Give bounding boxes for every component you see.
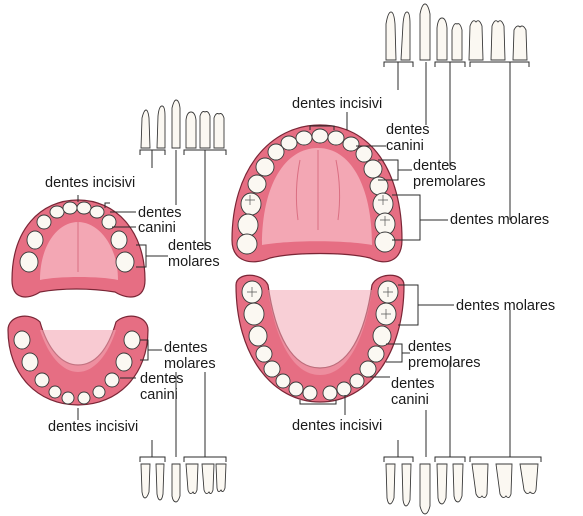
adult-lower-canini-label-1: dentes	[391, 376, 435, 392]
child-lower-incisivi-label: dentes incisivi	[48, 419, 138, 435]
adult-lower-molares-label: dentes molares	[456, 298, 555, 314]
child-lower-arch	[8, 316, 148, 405]
child-lower-molares-label-2: molares	[164, 356, 216, 372]
adult-lower-premolares-label-2: premolares	[408, 355, 481, 371]
adult-upper-canini-label-1: dentes	[386, 122, 430, 138]
adult-lower-canini-label-2: canini	[391, 392, 429, 408]
child-upper-molares-label-1: dentes	[168, 238, 212, 254]
adult-upper-incisivi-label: dentes incisivi	[292, 96, 382, 112]
adult-lower-arch	[236, 275, 404, 402]
child-lower-canini-label-1: dentes	[140, 371, 184, 387]
adult-upper-premolares-label-2: premolares	[413, 174, 486, 190]
child-lower-canini-label-2: canini	[140, 387, 178, 403]
child-upper-molares-label-2: molares	[168, 254, 220, 270]
adult-upper-single-teeth	[386, 4, 527, 60]
adult-upper-molares-label: dentes molares	[450, 212, 549, 228]
adult-lower-premolares-label-1: dentes	[408, 339, 452, 355]
child-upper-canini-label-2: canini	[138, 220, 176, 236]
adult-lower-incisivi-label: dentes incisivi	[292, 418, 382, 434]
adult-upper-canini-label-2: canini	[386, 138, 424, 154]
adult-upper-premolares-label-1: dentes	[413, 158, 457, 174]
child-upper-single-teeth	[141, 100, 224, 148]
child-upper-canini-label-1: dentes	[138, 205, 182, 221]
child-upper-arch	[12, 200, 145, 297]
child-lower-molares-label-1: dentes	[164, 340, 208, 356]
child-upper-incisivi-label: dentes incisivi	[45, 175, 135, 191]
